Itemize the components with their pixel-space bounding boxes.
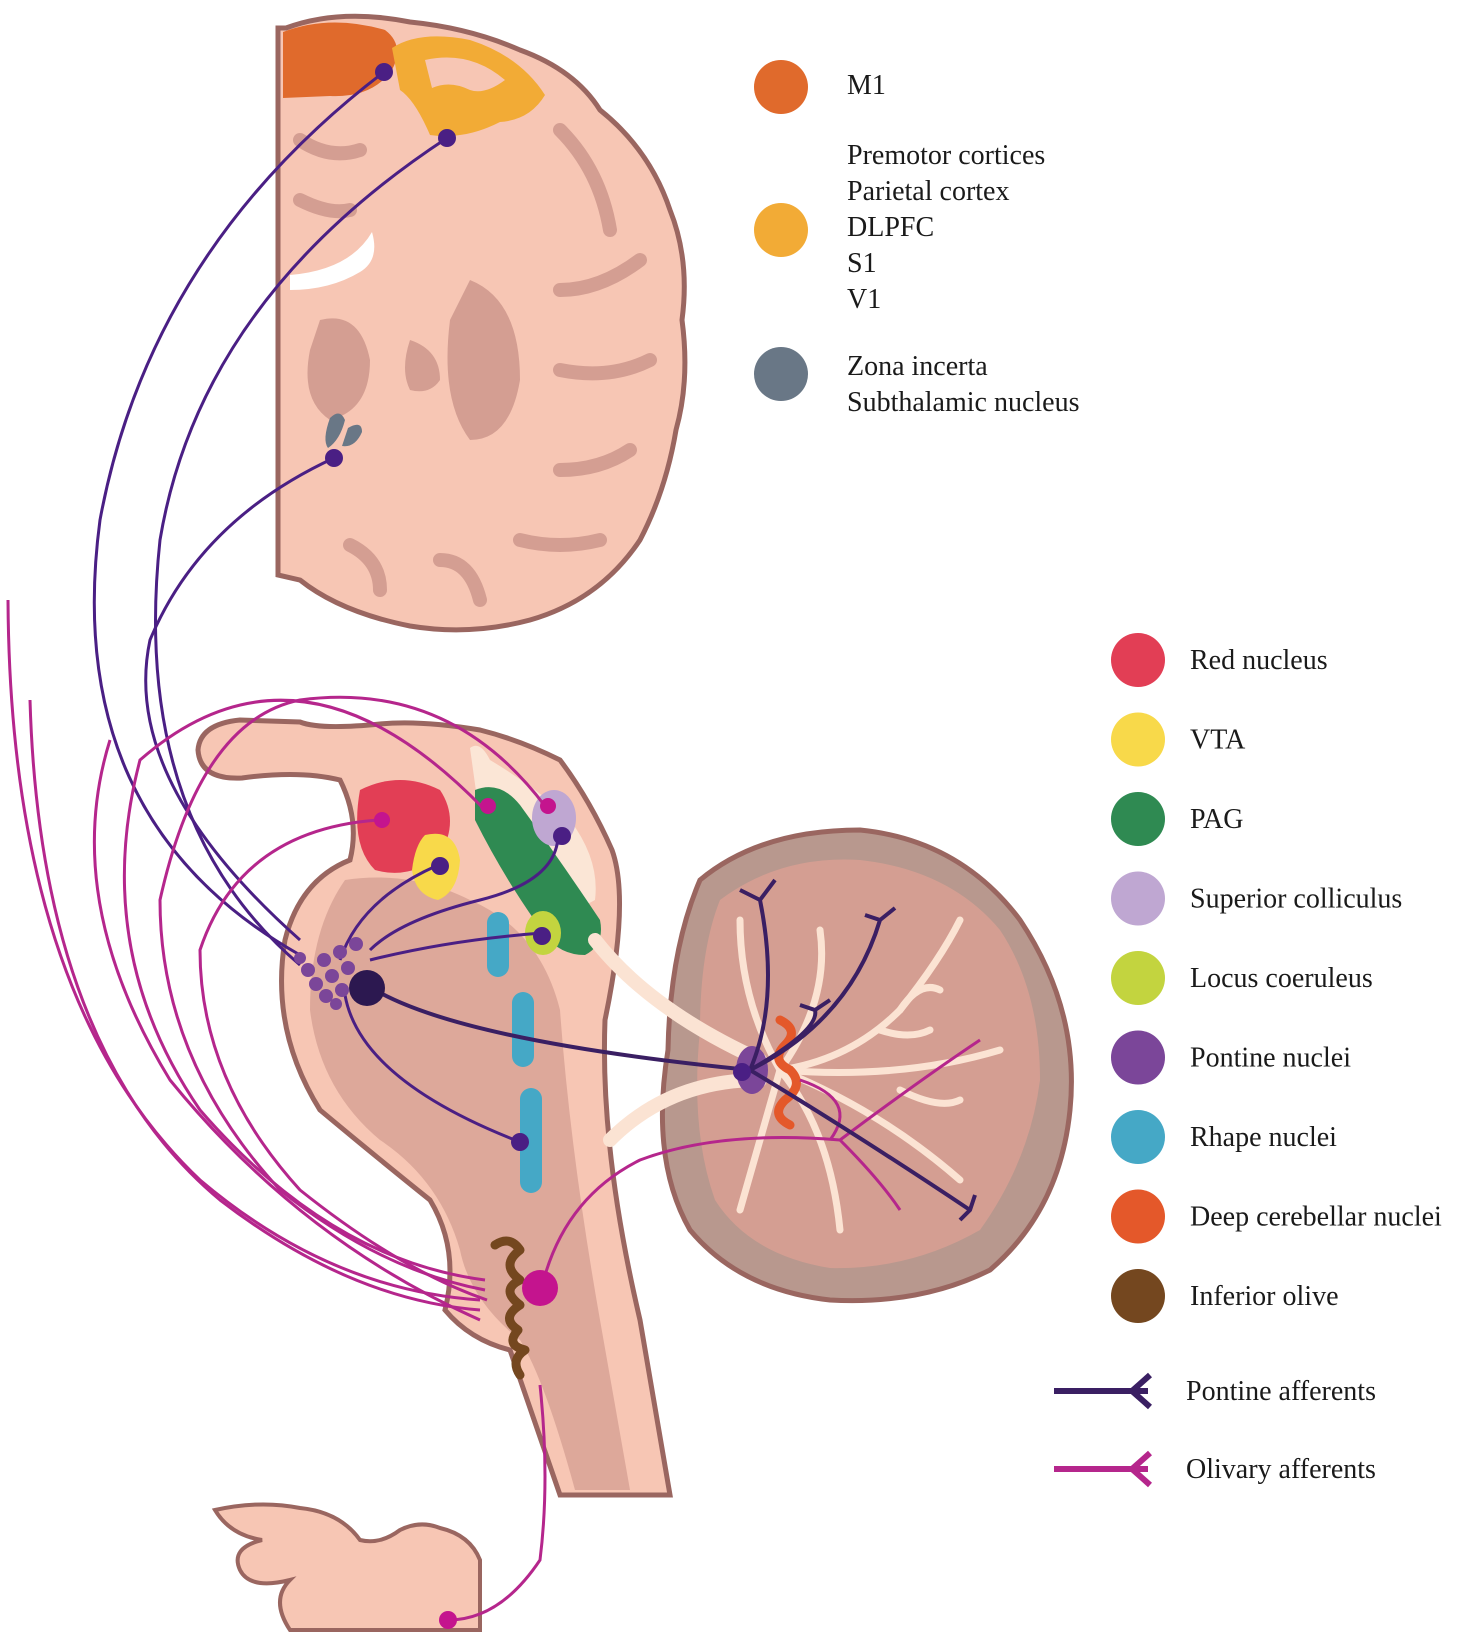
nuclei-legend-label: PAG: [1190, 804, 1243, 835]
nuclei-legend-label: Locus coeruleus: [1190, 963, 1373, 994]
legend-swatch: [1111, 1269, 1165, 1323]
nuclei-legend-label: Pontine nuclei: [1190, 1043, 1351, 1074]
node-pontine-cerebellar: [733, 1063, 751, 1081]
legend-swatch: [1111, 633, 1165, 687]
hand: [211, 1502, 482, 1632]
brain-coronal-section: [275, 13, 688, 633]
node-locus-coeruleus: [533, 927, 551, 945]
local-brainstem-projections: [338, 831, 560, 1144]
deep-grey-matter: [307, 280, 520, 440]
cortex-legend-label: V1: [847, 284, 881, 315]
node-red-nucleus: [374, 812, 390, 828]
legend-swatch: [1111, 1110, 1165, 1164]
nuclei-legend-item-locus-coeruleus: Locus coeruleus: [1111, 951, 1373, 1005]
cortex-legend-label: Zona incerta: [847, 351, 988, 382]
nuclei-legend-item-pontine-nuclei: Pontine nuclei: [1111, 1030, 1351, 1085]
nuclei-legend-label: Superior colliculus: [1190, 884, 1402, 915]
cerebellum: [588, 827, 1074, 1304]
legend-swatch: [1111, 951, 1165, 1005]
cortex-legend-label: Parietal cortex: [847, 176, 1009, 207]
legend-swatch: [1111, 871, 1165, 926]
cortical-projections: [92, 70, 448, 967]
nuclei-legend-item-deep-cerebellar-nuclei: Deep cerebellar nuclei: [1111, 1189, 1442, 1244]
cortex-legend-label: DLPFC: [847, 212, 934, 243]
cortex-legend-label: Premotor cortices: [847, 140, 1045, 171]
node-association-cortex: [438, 129, 456, 147]
brainstem-core: [310, 877, 630, 1490]
nuclei-legend-item-pag: PAG: [1111, 792, 1243, 846]
legend-swatch: [1111, 712, 1165, 767]
nuclei-legend-label: Rhape nuclei: [1190, 1122, 1337, 1153]
node-zona-incerta: [325, 449, 343, 467]
node-superior-colliculus-a: [540, 798, 556, 814]
pontine-nucleus-main: [349, 970, 385, 1006]
afferent-legend-item-olivary-afferents: Olivary afferents: [1054, 1450, 1376, 1488]
legend-synapse-icon: [1127, 1372, 1152, 1410]
afferent-legend-label: Pontine afferents: [1186, 1376, 1376, 1407]
legend-swatch: [754, 203, 808, 257]
node-superior-colliculus-b: [553, 827, 571, 845]
nuclei-legend-label: Inferior olive: [1190, 1281, 1339, 1312]
pag: [475, 787, 601, 955]
legend-swatch: [754, 60, 808, 114]
node-pag: [480, 798, 496, 814]
cortex-sulci: [293, 123, 657, 607]
node-vta: [431, 857, 449, 875]
cortex-legend-label: M1: [847, 70, 886, 101]
node-m1: [375, 63, 393, 81]
deep-cerebellar-nuclei: [774, 1015, 801, 1130]
pontine-projections: [365, 878, 977, 1222]
legend-swatch: [754, 347, 808, 401]
brainstem: [195, 717, 673, 1498]
cortex-legend-label: S1: [847, 248, 877, 279]
nuclei-legend-item-rhape-nuclei: Rhape nuclei: [1111, 1110, 1337, 1164]
inferior-olive: [490, 1236, 530, 1380]
legend-swatch: [1111, 792, 1165, 846]
pontine-nuclei-cluster: [294, 937, 363, 1010]
nuclei-legend-label: Deep cerebellar nuclei: [1190, 1202, 1442, 1233]
nuclei-legend-item-inferior-olive: Inferior olive: [1111, 1269, 1339, 1323]
afferent-legend-label: Olivary afferents: [1186, 1454, 1376, 1485]
m1-region: [283, 22, 398, 98]
legend-swatch: [1111, 1189, 1165, 1244]
legend-swatch: [1111, 1030, 1165, 1085]
cerebellum-folia: [697, 859, 1040, 1269]
ventricle: [290, 232, 375, 290]
nuclei-legend-item-vta: VTA: [1111, 712, 1246, 767]
afferent-legend-item-pontine-afferents: Pontine afferents: [1054, 1372, 1376, 1410]
raphe-nuclei: [487, 912, 542, 1193]
cortex-legend-label: Subthalamic nucleus: [847, 387, 1080, 418]
nuclei-legend-item-red-nucleus: Red nucleus: [1111, 633, 1328, 687]
node-raphe: [511, 1133, 529, 1151]
cortex-legend-item-m1: M1: [754, 60, 886, 114]
legend-synapse-icon: [1127, 1450, 1152, 1488]
nuclei-legend-item-superior-colliculus: Superior colliculus: [1111, 871, 1402, 926]
nuclei-legend-label: VTA: [1190, 725, 1246, 756]
nuclei-legend-label: Red nucleus: [1190, 645, 1328, 676]
node-inferior-olive: [522, 1270, 558, 1306]
projection-nodes: [294, 63, 751, 1629]
zona-incerta-subthalamic-region: [325, 413, 362, 448]
olivary-projections: [6, 599, 981, 1622]
node-hand: [439, 1611, 457, 1629]
